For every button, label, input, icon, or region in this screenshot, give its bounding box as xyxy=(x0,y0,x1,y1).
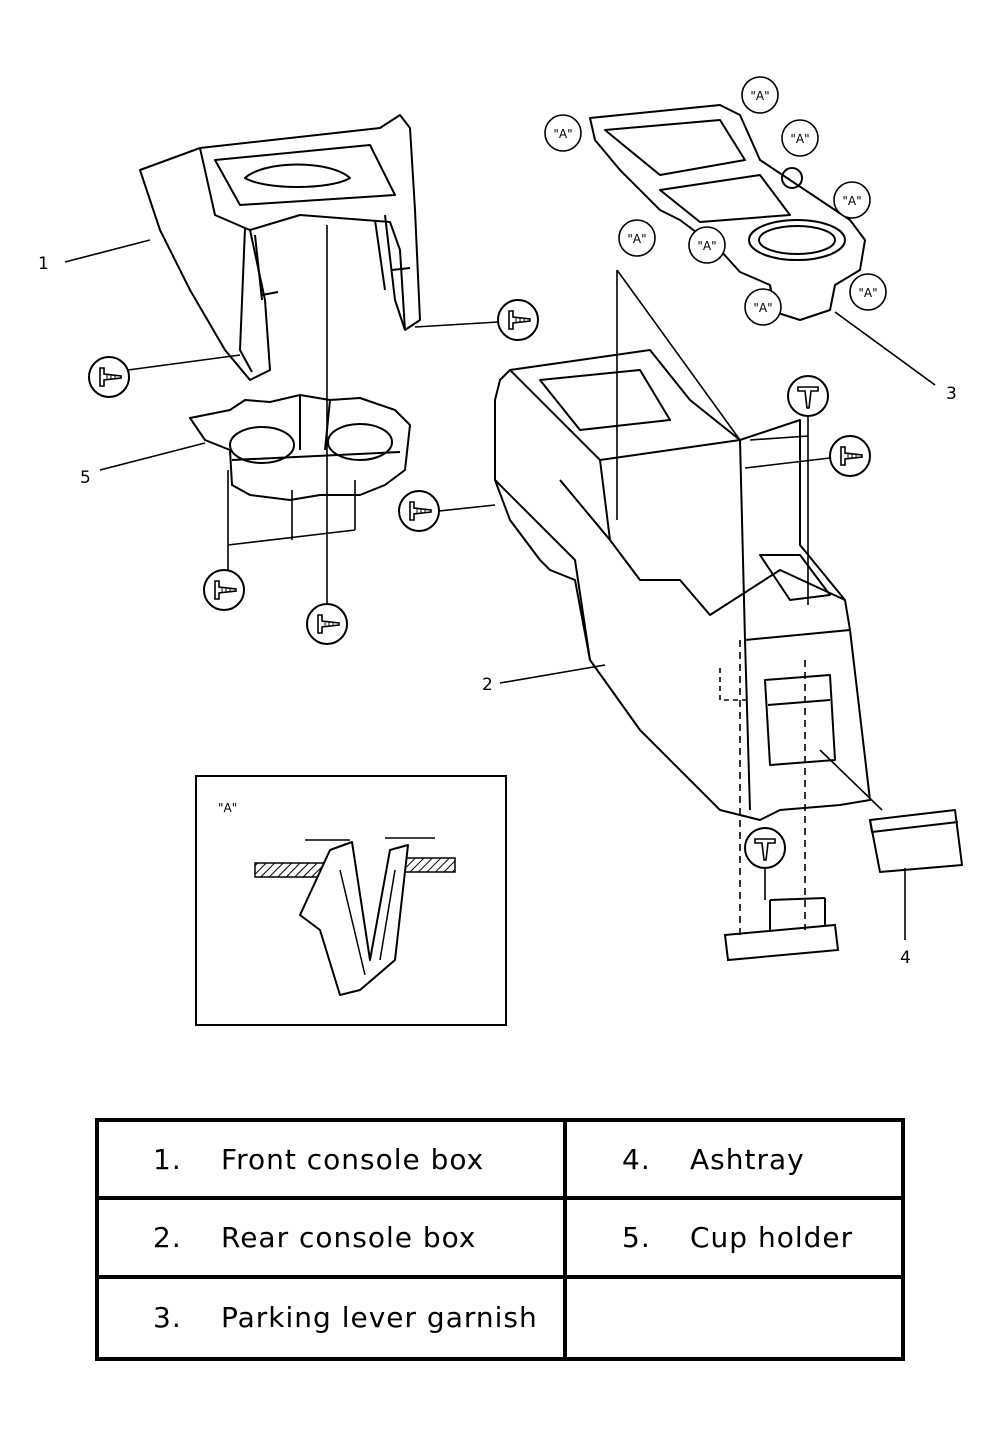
rear-console-box xyxy=(494,349,871,821)
screw-icon xyxy=(744,827,786,869)
legend-label: Front console box xyxy=(221,1142,485,1176)
screw-icon xyxy=(88,356,130,398)
screw-icon xyxy=(829,435,871,477)
parts-legend-table: 1. Front console box 4. Ashtray 2. Rear … xyxy=(95,1118,905,1361)
screw-icon xyxy=(203,569,245,611)
parking-lever-garnish xyxy=(589,104,866,321)
legend-cell-empty xyxy=(567,1279,901,1357)
detail-a-box: "A" xyxy=(195,775,507,1026)
clip-marker: "A" xyxy=(781,119,819,157)
svg-text:"A": "A" xyxy=(842,194,861,208)
callout-3: 3 xyxy=(946,384,957,404)
screw-icon xyxy=(787,375,829,417)
svg-text:"A": "A" xyxy=(790,132,809,146)
callout-1: 1 xyxy=(38,254,49,274)
ashtray xyxy=(869,809,963,873)
clip-marker: "A" xyxy=(688,226,726,264)
svg-text:"A": "A" xyxy=(697,239,716,253)
legend-cell: 5. Cup holder xyxy=(567,1200,901,1279)
legend-label: Cup holder xyxy=(690,1220,854,1254)
legend-number: 5. xyxy=(622,1220,651,1254)
svg-text:"A": "A" xyxy=(858,286,877,300)
callout-4: 4 xyxy=(900,948,911,968)
clip-markers: "A" "A" "A" "A" "A" "A" "A" "A" xyxy=(544,76,887,326)
legend-number: 2. xyxy=(153,1220,182,1254)
front-console-box xyxy=(139,114,421,381)
clip-marker: "A" xyxy=(618,219,656,257)
clip-marker: "A" xyxy=(849,273,887,311)
screw-icon xyxy=(398,490,440,532)
legend-number: 3. xyxy=(153,1301,182,1335)
legend-number: 4. xyxy=(622,1142,651,1176)
detail-a-label: "A" xyxy=(218,801,237,815)
svg-text:"A": "A" xyxy=(627,232,646,246)
leader-lines xyxy=(64,225,936,940)
clip-marker: "A" xyxy=(833,181,871,219)
legend-label: Parking lever garnish xyxy=(221,1301,538,1335)
legend-cell: 1. Front console box xyxy=(99,1122,567,1201)
clip-marker: "A" xyxy=(741,76,779,114)
clip-marker: "A" xyxy=(544,114,582,152)
legend-label: Rear console box xyxy=(221,1220,477,1254)
legend-cell: 2. Rear console box xyxy=(99,1200,567,1279)
screw-icon xyxy=(306,603,348,645)
exploded-console-diagram: "A" "A" "A" "A" "A" "A" "A" "A" xyxy=(38,76,963,1026)
svg-text:"A": "A" xyxy=(750,89,769,103)
screw-icon xyxy=(497,299,539,341)
legend-cell: 4. Ashtray xyxy=(567,1122,901,1201)
svg-text:"A": "A" xyxy=(553,127,572,141)
svg-text:"A": "A" xyxy=(753,301,772,315)
clip-marker: "A" xyxy=(744,288,782,326)
bottom-bracket xyxy=(723,897,840,962)
cup-holder xyxy=(189,394,411,501)
legend-label: Ashtray xyxy=(690,1142,805,1176)
legend-cell: 3. Parking lever garnish xyxy=(99,1278,567,1357)
legend-number: 1. xyxy=(153,1142,182,1176)
callout-5: 5 xyxy=(80,468,91,488)
callout-2: 2 xyxy=(482,675,493,695)
